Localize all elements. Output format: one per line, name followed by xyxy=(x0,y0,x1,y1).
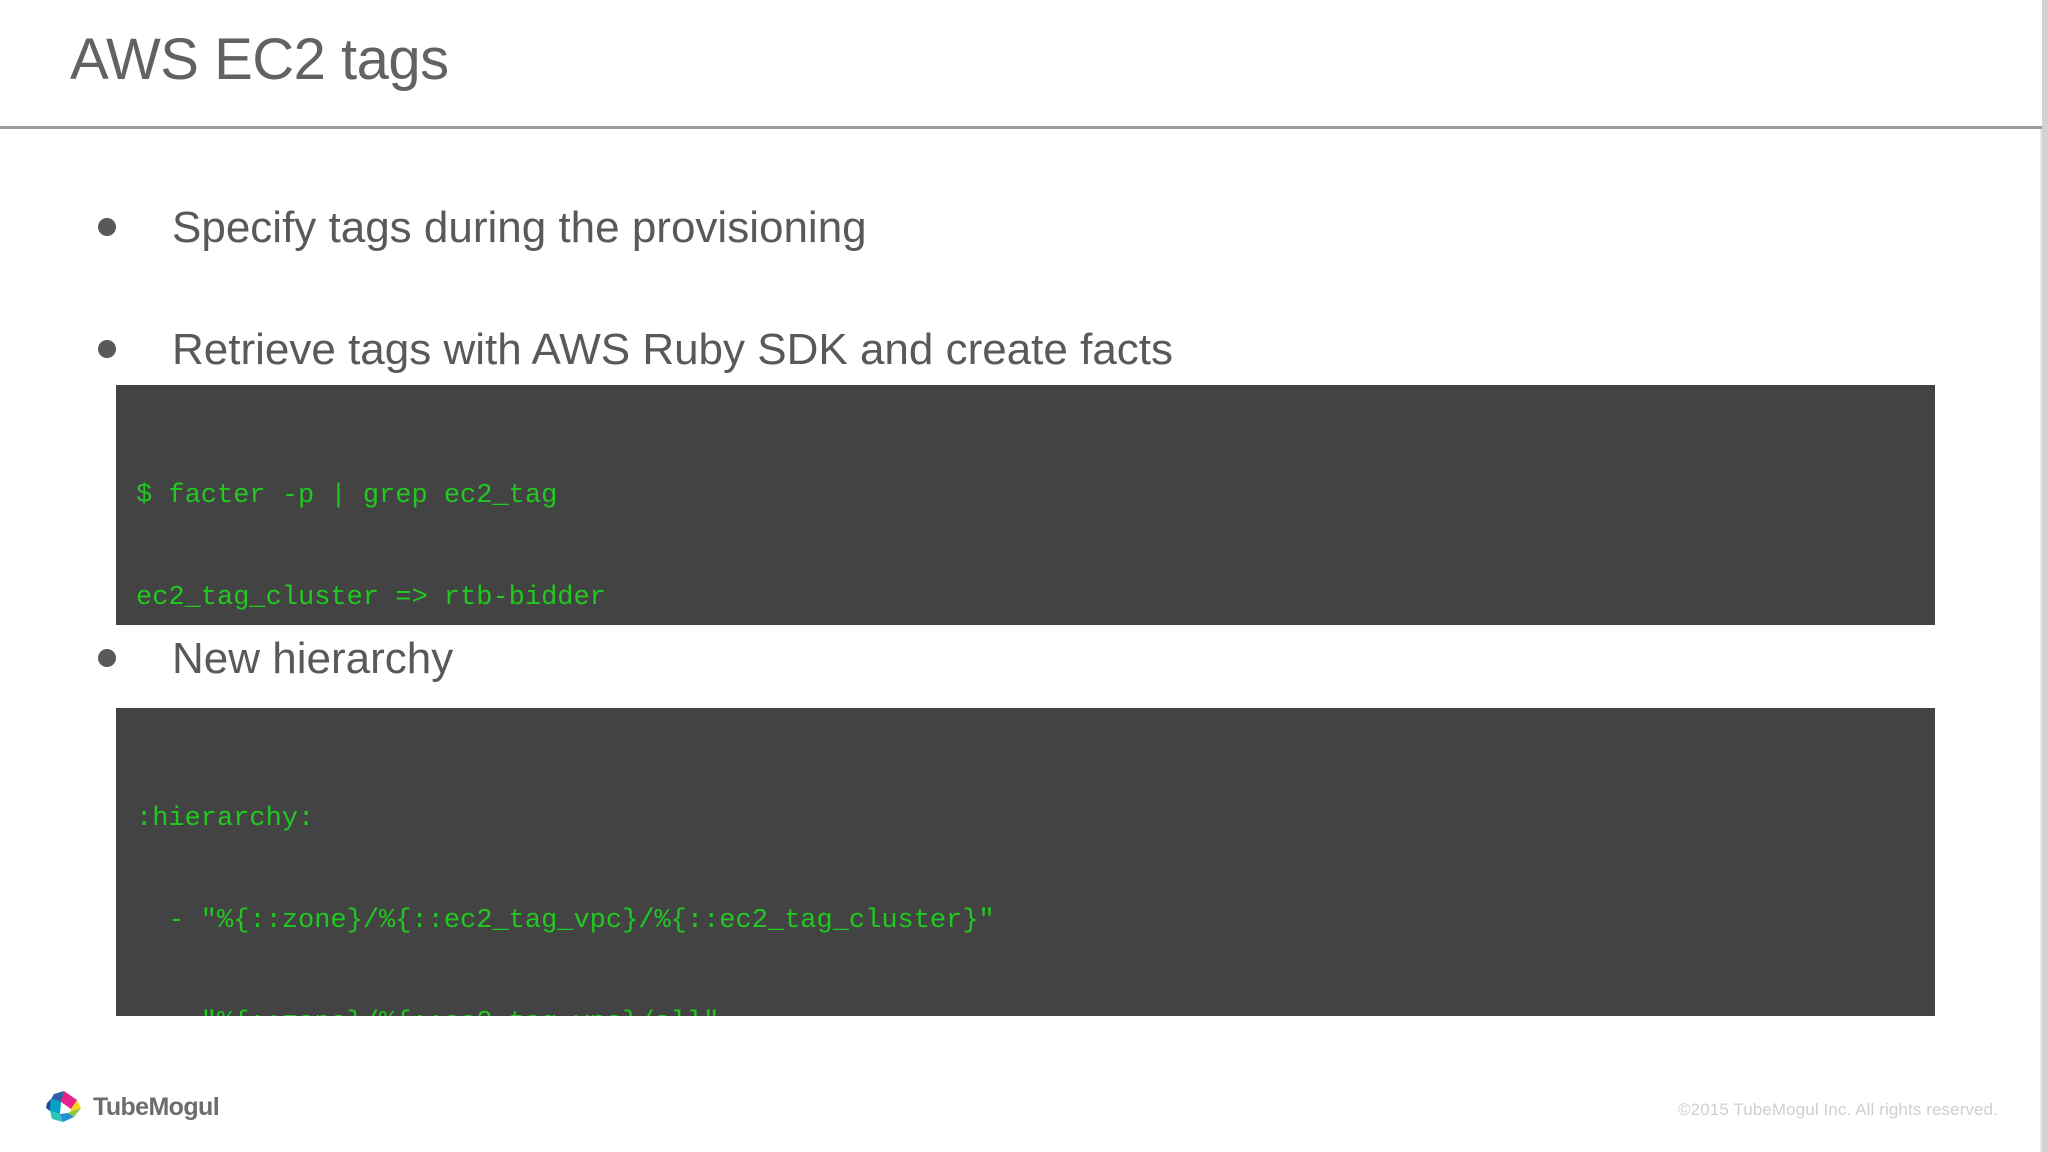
bullet-item-retrieve-tags: Retrieve tags with AWS Ruby SDK and crea… xyxy=(98,328,1173,372)
footer-brand: TubeMogul xyxy=(44,1089,220,1125)
bullet-item-new-hierarchy: New hierarchy xyxy=(98,637,453,681)
window-scrollbar-track[interactable] xyxy=(2040,128,2042,1152)
code-block-facter-output: $ facter -p | grep ec2_tag ec2_tag_clust… xyxy=(116,385,1935,625)
bullet-dot-icon xyxy=(98,340,116,358)
slide-title: AWS EC2 tags xyxy=(70,27,449,92)
bullet-label: New hierarchy xyxy=(172,634,454,683)
tubemogul-logo-icon xyxy=(46,1091,81,1122)
code-line: - "%{::zone}/%{::ec2_tag_vpc}/%{::ec2_ta… xyxy=(136,906,995,936)
code-line: :hierarchy: xyxy=(136,804,315,834)
code-block-hiera-hierarchy: :hierarchy: - "%{::zone}/%{::ec2_tag_vpc… xyxy=(116,708,1935,1016)
bullet-dot-icon xyxy=(98,218,116,236)
brand-name: TubeMogul xyxy=(93,1092,220,1121)
copyright-notice: ©2015 TubeMogul Inc. All rights reserved… xyxy=(1678,1100,1998,1119)
bullet-label: Retrieve tags with AWS Ruby SDK and crea… xyxy=(172,325,1174,374)
bullet-label: Specify tags during the provisioning xyxy=(172,203,867,252)
window-scrollbar[interactable] xyxy=(2042,0,2048,1152)
bullet-item-specify-tags: Specify tags during the provisioning xyxy=(98,206,867,250)
bullet-dot-icon xyxy=(98,649,116,667)
code-line: $ facter -p | grep ec2_tag xyxy=(136,481,558,511)
code-line: ec2_tag_cluster => rtb-bidder xyxy=(136,583,606,613)
title-divider xyxy=(0,126,2042,129)
code-line: - "%{::zone}/%{::ec2_tag_vpc}/all" xyxy=(136,1006,1935,1016)
